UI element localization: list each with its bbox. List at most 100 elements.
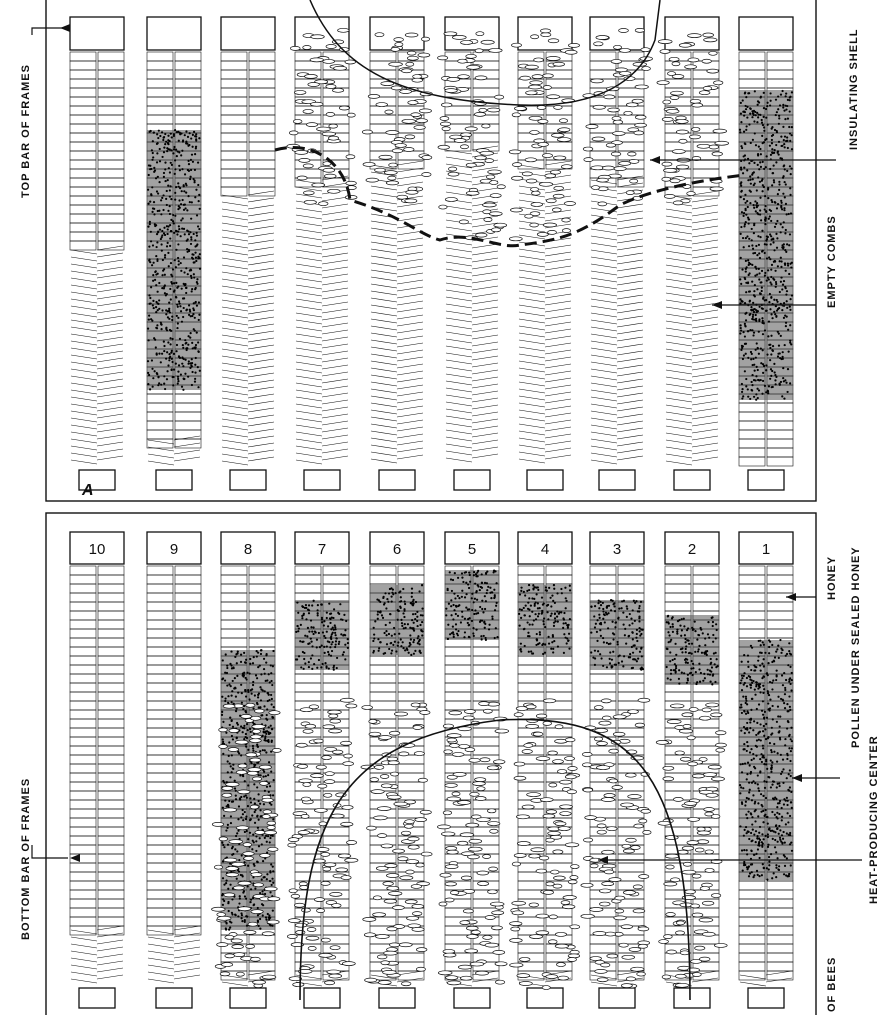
bee bbox=[681, 895, 696, 900]
bee bbox=[656, 80, 670, 86]
comb-cell bbox=[248, 114, 276, 125]
bee bbox=[337, 853, 352, 859]
comb-cell bbox=[69, 141, 97, 152]
bee bbox=[390, 771, 400, 777]
empty-cell-line bbox=[295, 354, 323, 360]
upper-frame-border bbox=[45, 0, 817, 502]
empty-cell-line bbox=[665, 453, 693, 459]
empty-cell-line bbox=[370, 402, 398, 408]
empty-cell-line bbox=[247, 456, 275, 462]
empty-cell-line bbox=[544, 300, 572, 306]
bee bbox=[413, 751, 425, 756]
comb-cell bbox=[174, 853, 202, 864]
empty-cell-line bbox=[518, 227, 546, 233]
empty-cell-line bbox=[544, 426, 572, 432]
comb-cell bbox=[617, 682, 645, 693]
comb-cell bbox=[369, 673, 397, 684]
bee bbox=[380, 843, 394, 849]
bee bbox=[411, 927, 425, 932]
bee bbox=[569, 875, 579, 880]
bee bbox=[223, 892, 236, 898]
empty-cell-line bbox=[739, 974, 767, 980]
empty-cell-line bbox=[96, 280, 124, 286]
bee bbox=[703, 37, 718, 43]
comb-cell bbox=[322, 907, 350, 918]
comb-cell bbox=[322, 69, 350, 80]
empty-cell-line bbox=[665, 411, 693, 417]
bee bbox=[519, 957, 531, 962]
bee bbox=[446, 774, 458, 780]
bee bbox=[327, 188, 341, 194]
empty-cell-line bbox=[445, 331, 473, 337]
bee bbox=[601, 698, 612, 704]
bee bbox=[301, 796, 311, 802]
empty-cell-line bbox=[445, 401, 473, 407]
bee bbox=[404, 198, 418, 204]
empty-cell-line bbox=[295, 424, 323, 430]
bee bbox=[542, 85, 552, 90]
bee bbox=[310, 773, 324, 779]
empty-cell-line bbox=[616, 287, 644, 293]
bee bbox=[511, 900, 526, 906]
comb-cell bbox=[545, 664, 573, 675]
comb-cell bbox=[146, 889, 174, 900]
bee bbox=[386, 873, 400, 878]
empty-cell-line bbox=[247, 407, 275, 413]
empty-cell-line bbox=[96, 294, 124, 300]
empty-cell-line bbox=[616, 441, 644, 447]
empty-cell-line bbox=[370, 255, 398, 261]
empty-cell-line bbox=[295, 375, 323, 381]
empty-cell-line bbox=[616, 455, 644, 461]
bee bbox=[494, 728, 510, 734]
empty-cell-line bbox=[221, 397, 249, 403]
bee bbox=[664, 835, 679, 840]
empty-cell-line bbox=[445, 415, 473, 421]
comb-cell bbox=[69, 799, 97, 810]
bee bbox=[261, 931, 275, 937]
empty-cell-line bbox=[518, 381, 546, 387]
bee bbox=[250, 872, 263, 877]
bee bbox=[493, 222, 508, 228]
empty-cell-line bbox=[445, 191, 473, 197]
bee bbox=[322, 866, 332, 872]
empty-cell-line bbox=[221, 411, 249, 417]
bee bbox=[580, 882, 594, 888]
empty-cell-line bbox=[370, 416, 398, 422]
comb-cell bbox=[174, 619, 202, 630]
bee bbox=[249, 757, 262, 763]
pollen-patch bbox=[738, 89, 794, 401]
bee bbox=[292, 119, 303, 124]
bee bbox=[625, 772, 637, 778]
bee bbox=[553, 155, 567, 161]
empty-cell-line bbox=[691, 302, 719, 308]
bee bbox=[491, 227, 502, 233]
bee bbox=[618, 942, 629, 948]
frame-number-box bbox=[517, 531, 573, 565]
bee bbox=[472, 781, 486, 786]
bee bbox=[542, 222, 557, 228]
comb-cell bbox=[69, 186, 97, 197]
comb-cell bbox=[692, 565, 720, 576]
comb-cell bbox=[69, 204, 97, 215]
comb-cell bbox=[322, 583, 350, 594]
empty-cell-line bbox=[370, 304, 398, 310]
lower-frame-column: 4 bbox=[509, 531, 581, 1009]
top-bar bbox=[146, 16, 202, 51]
empty-cell-line bbox=[691, 260, 719, 266]
bee bbox=[297, 764, 308, 769]
bee bbox=[494, 961, 508, 967]
bee bbox=[512, 162, 523, 167]
comb-cell bbox=[664, 826, 692, 837]
bee bbox=[250, 909, 264, 914]
comb-cell bbox=[97, 700, 125, 711]
empty-cell-line bbox=[616, 308, 644, 314]
empty-cell-line bbox=[396, 244, 424, 250]
empty-cell-line bbox=[445, 289, 473, 295]
comb-cell bbox=[69, 123, 97, 134]
bee bbox=[216, 912, 226, 917]
comb-cell bbox=[692, 727, 720, 738]
bee bbox=[584, 815, 597, 820]
bee bbox=[252, 979, 266, 985]
comb-cell bbox=[472, 682, 500, 693]
